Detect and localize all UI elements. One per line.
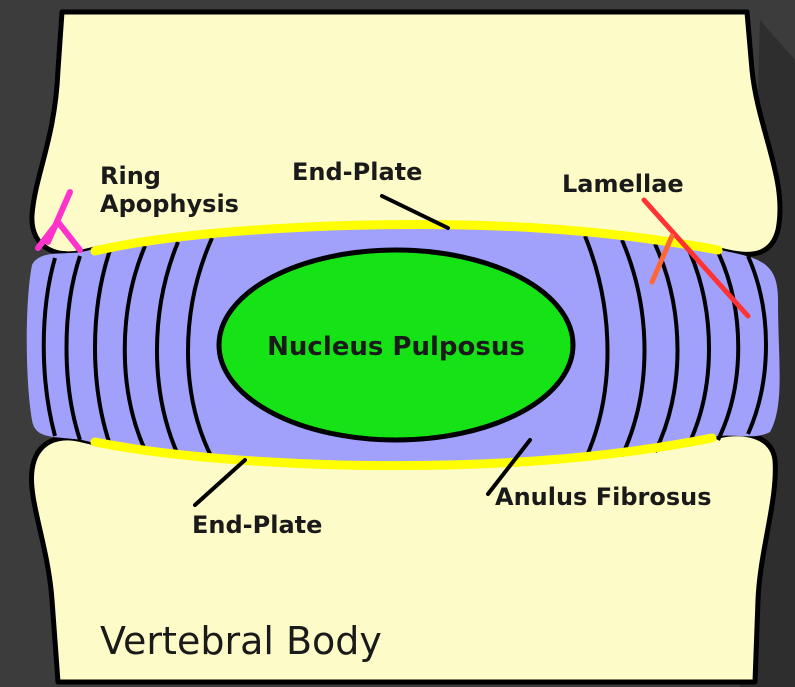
vertebral-body-label: Vertebral Body: [100, 619, 382, 663]
anulus-fibrosus-label: Anulus Fibrosus: [495, 483, 711, 511]
end-plate-bottom-label: End-Plate: [192, 511, 322, 539]
lamellae-label: Lamellae: [562, 170, 684, 198]
nucleus-pulposus-label: Nucleus Pulposus: [267, 332, 525, 362]
ring-apophysis-label-line1: Ring: [100, 162, 161, 190]
end-plate-top-label: End-Plate: [292, 158, 422, 186]
ring-apophysis-label-line2: Apophysis: [100, 190, 239, 218]
